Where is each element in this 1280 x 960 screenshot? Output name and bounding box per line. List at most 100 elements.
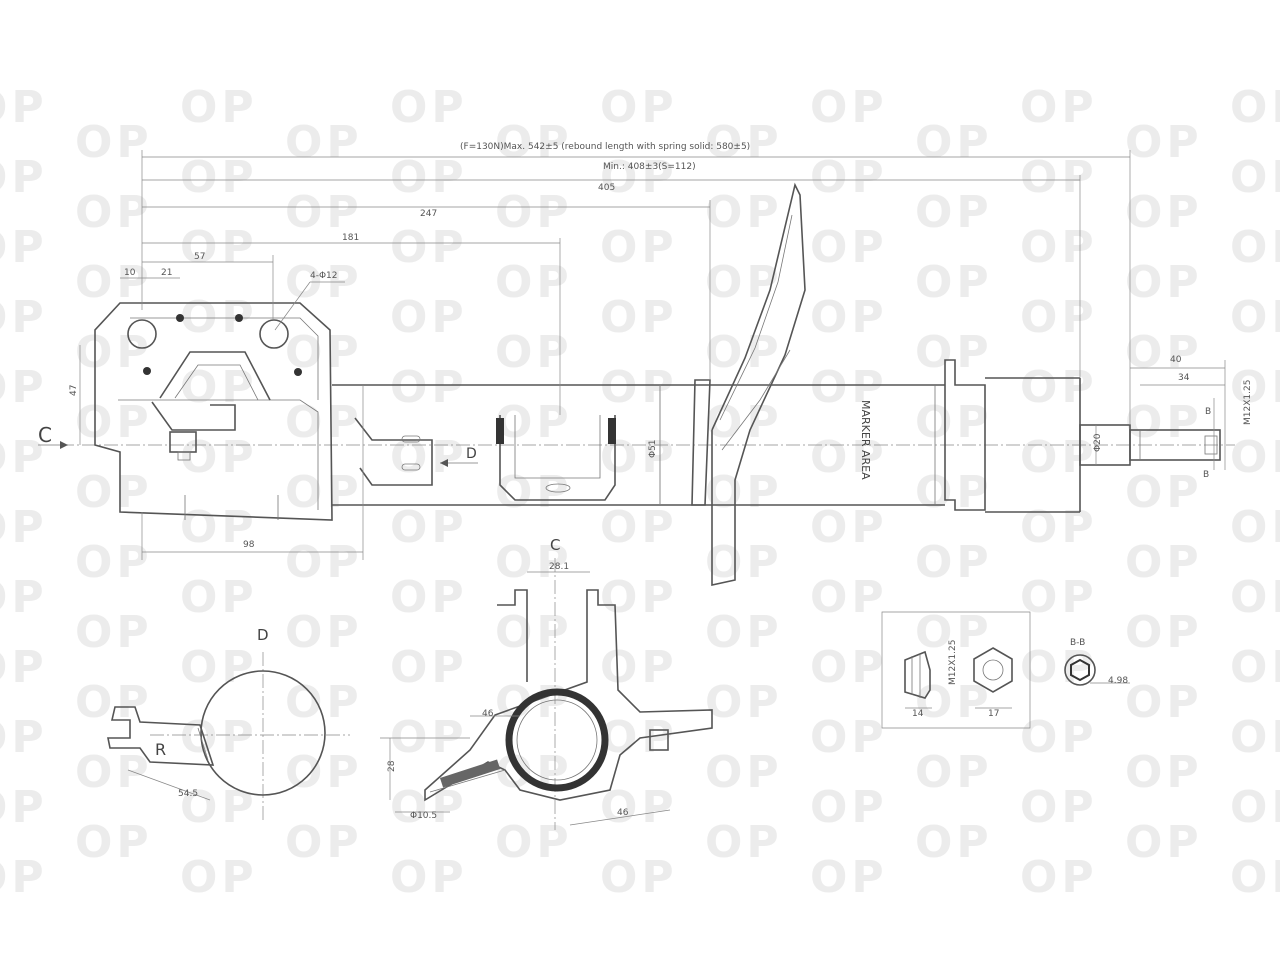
watermark-mark: OP <box>180 222 258 273</box>
watermark-mark: OP <box>705 327 783 378</box>
watermark-mark: OP <box>1020 152 1098 203</box>
watermark-mark: OP <box>0 782 48 833</box>
watermark-mark: OP <box>285 537 363 588</box>
watermark-mark: OP <box>1230 292 1280 343</box>
view-d-title: D <box>257 626 269 644</box>
r-label: R <box>155 740 166 759</box>
dim-46-b: 46 <box>617 808 629 818</box>
watermark-mark: OP <box>705 397 783 448</box>
watermark-mark: OP <box>390 222 468 273</box>
watermark-mark: OP <box>810 292 888 343</box>
watermark-mark: OP <box>810 432 888 483</box>
watermark-mark: OP <box>390 82 468 133</box>
watermark-mark: OP <box>1230 502 1280 553</box>
watermark-mark: OP <box>180 502 258 553</box>
watermark-mark: OP <box>0 362 48 413</box>
watermark-mark: OP <box>495 257 573 308</box>
watermark-mark: OP <box>600 782 678 833</box>
watermark-mark: OP <box>180 852 258 903</box>
watermark-mark: OP <box>1230 362 1280 413</box>
watermark-mark: OP <box>1020 82 1098 133</box>
dim-57: 57 <box>194 252 205 262</box>
watermark-mark: OP <box>0 572 48 623</box>
dim-thread: M12X1.25 <box>1243 380 1253 425</box>
watermark-mark: OP <box>285 607 363 658</box>
watermark-mark: OP <box>75 537 153 588</box>
dim-4-98: 4.98 <box>1108 676 1128 686</box>
watermark-mark: OP <box>810 852 888 903</box>
nut-detail: M12X1.25 14 17 B-B 4.98 <box>881 611 1130 729</box>
watermark-mark: OP <box>1230 82 1280 133</box>
watermark-mark: OP <box>75 117 153 168</box>
watermark-mark: OP <box>495 117 573 168</box>
watermark-mark: OP <box>600 292 678 343</box>
watermark-mark: OP <box>600 82 678 133</box>
watermark-mark: OP <box>390 572 468 623</box>
watermark-mark: OP <box>915 257 993 308</box>
watermark-mark: OP <box>390 292 468 343</box>
watermark-mark: OP <box>600 572 678 623</box>
watermark-mark: OP <box>390 152 468 203</box>
watermark-mark: OP <box>180 572 258 623</box>
dim-34: 34 <box>1178 373 1190 383</box>
watermark-mark: OP <box>75 817 153 868</box>
watermark-mark: OP <box>1020 432 1098 483</box>
dim-17: 17 <box>988 709 999 719</box>
view-c: C 28.1 46 46 28 Φ10.5 <box>380 536 713 830</box>
watermark-mark: OP <box>1020 852 1098 903</box>
watermark-mark: OP <box>600 152 678 203</box>
watermark-mark: OP <box>915 117 993 168</box>
marker-area-label: MARKER AREA <box>859 400 872 480</box>
watermark-mark: OP <box>1230 222 1280 273</box>
watermark-mark: OP <box>1230 642 1280 693</box>
watermark-mark: OP <box>390 502 468 553</box>
watermark-mark: OP <box>1125 537 1203 588</box>
watermark-mark: OP <box>810 222 888 273</box>
watermark-mark: OP <box>705 677 783 728</box>
watermark-mark: OP <box>390 362 468 413</box>
watermark-mark: OP <box>75 467 153 518</box>
watermark-mark: OP <box>705 467 783 518</box>
watermark-mark: OP <box>0 712 48 763</box>
watermark-mark: OP <box>915 747 993 798</box>
watermark-mark: OP <box>915 677 993 728</box>
watermark-mark: OP <box>1125 467 1203 518</box>
dim-98: 98 <box>243 540 255 550</box>
watermark-mark: OP <box>810 82 888 133</box>
dim-47: 47 <box>69 385 79 396</box>
watermark-mark: OP <box>0 502 48 553</box>
watermark-mark: OP <box>0 222 48 273</box>
watermark-mark: OP <box>915 607 993 658</box>
watermark-mark: OP <box>810 362 888 413</box>
watermark-mark: OP <box>1125 677 1203 728</box>
watermark-mark: OP <box>1230 852 1280 903</box>
watermark-mark: OP <box>600 362 678 413</box>
watermark-mark: OP <box>495 677 573 728</box>
watermark-mark: OP <box>600 222 678 273</box>
watermark-mark: OP <box>1020 362 1098 413</box>
watermark-mark: OP <box>705 537 783 588</box>
watermark-mark: OP <box>495 397 573 448</box>
watermark-mark: OP <box>705 607 783 658</box>
dim-40: 40 <box>1170 355 1182 365</box>
watermark-mark: OP <box>180 432 258 483</box>
watermark-mark: OP <box>0 292 48 343</box>
watermark-mark: OP <box>495 187 573 238</box>
watermark-mark: OP <box>390 712 468 763</box>
watermark-mark: OP <box>1125 607 1203 658</box>
dim-10: 10 <box>124 268 136 278</box>
dim-21: 21 <box>161 268 172 278</box>
section-c-arrow-label: C <box>38 423 52 447</box>
watermark-mark: OP <box>915 397 993 448</box>
watermark-mark: OP <box>1020 292 1098 343</box>
view-c-title: C <box>550 536 560 554</box>
watermark-pattern: OP OP OP OP OP OP OP OP OP OP OP OP OP OP OP OP OP OP OP OP… <box>0 82 1280 903</box>
dim-14: 14 <box>912 709 924 719</box>
watermark-mark: OP <box>600 712 678 763</box>
watermark-mark: OP <box>705 817 783 868</box>
watermark-mark: OP <box>180 292 258 343</box>
watermark-mark: OP <box>600 502 678 553</box>
watermark-mark: OP <box>495 537 573 588</box>
watermark-mark: OP <box>0 432 48 483</box>
section-d-arrow-label: D <box>466 446 477 462</box>
